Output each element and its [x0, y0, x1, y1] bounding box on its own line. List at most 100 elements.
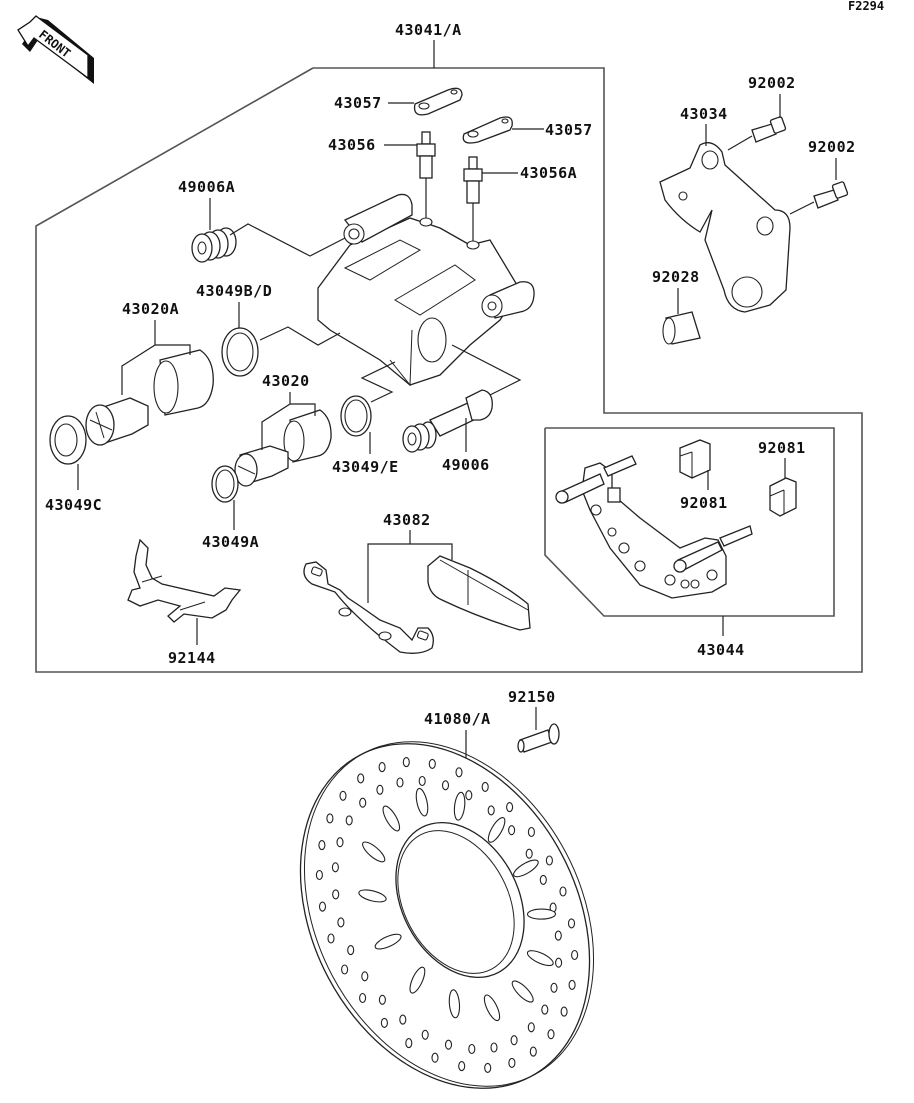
disc-hole — [527, 826, 535, 838]
caliper-assembly-outline — [35, 67, 863, 673]
bolt-92002-upper — [751, 116, 787, 143]
disc-hole — [490, 1042, 498, 1053]
disc-hole — [508, 825, 516, 836]
disc-vent-slot — [362, 841, 386, 863]
disc-hole — [361, 971, 369, 982]
spring-92144 — [127, 538, 242, 623]
piston-43020a — [85, 349, 214, 446]
disc-hole — [527, 1022, 535, 1033]
label-43082: 43082 — [383, 511, 431, 529]
disc-hole — [481, 781, 489, 792]
brake-pad-right — [427, 555, 531, 631]
disc-hole — [468, 1043, 476, 1055]
disc-hole — [331, 862, 339, 873]
disc-vent-slot — [415, 787, 429, 817]
disc-hole — [545, 855, 553, 866]
piston-43020 — [234, 409, 332, 487]
disc-hole — [428, 758, 436, 769]
label-92081-b: 92081 — [758, 439, 806, 457]
label-43049e: 43049/E — [332, 458, 399, 476]
collar-92028 — [662, 311, 701, 345]
cap-43057-left — [413, 87, 463, 116]
seal-43049a — [211, 465, 239, 503]
disc-vent-slot — [374, 933, 402, 950]
label-92150: 92150 — [508, 688, 556, 706]
disc-hole — [541, 1004, 549, 1015]
disc-hole — [318, 901, 327, 912]
seal-43049bd — [221, 327, 259, 377]
seal-43049c — [49, 415, 87, 465]
disc-hole — [345, 815, 353, 826]
disc-hole — [508, 1057, 516, 1068]
disc-hole — [399, 1014, 407, 1025]
disc-hole — [567, 918, 576, 929]
disc-hole — [465, 790, 473, 801]
disc-hole — [378, 762, 386, 773]
label-92028: 92028 — [652, 268, 700, 286]
support-bracket-43044 — [555, 455, 753, 599]
disc-hole — [444, 1039, 453, 1050]
disc-hole — [315, 869, 323, 881]
disc-hole — [568, 979, 576, 990]
bracket-assembly-outline — [544, 427, 835, 617]
disc-bolt-92150 — [517, 723, 560, 753]
seal-43049e — [340, 395, 372, 437]
label-49006: 49006 — [442, 456, 490, 474]
disc-vent-slot — [526, 950, 554, 967]
disc-hole — [339, 790, 347, 801]
label-92002-upper: 92002 — [748, 74, 796, 92]
disc-hole — [318, 840, 326, 851]
label-43020: 43020 — [262, 372, 310, 390]
disc-hole — [431, 1052, 439, 1063]
disc-hole — [337, 917, 345, 928]
bleeder-43056 — [416, 131, 436, 222]
bleeder-43056a — [463, 156, 483, 245]
label-43056a: 43056A — [520, 164, 577, 182]
disc-hole — [359, 797, 367, 808]
disc-hole — [326, 813, 334, 824]
brake-disc — [299, 741, 595, 1089]
figure-code: F2294 — [848, 0, 884, 13]
disc-hole — [525, 848, 533, 859]
disc-hole — [380, 1017, 388, 1028]
disc-hole — [529, 1046, 537, 1057]
label-92081-a: 92081 — [680, 494, 728, 512]
disc-vent-slot — [409, 966, 426, 994]
disc-hole — [484, 1062, 492, 1073]
cap-43057-right — [462, 116, 513, 144]
disc-hole — [455, 767, 463, 778]
disc-hole — [347, 945, 355, 956]
disc-hole — [357, 773, 365, 784]
disc-hole — [402, 757, 410, 768]
disc-hole — [547, 1029, 555, 1040]
disc-vent-slot — [526, 908, 557, 920]
disc-vent-slot — [511, 980, 534, 1003]
bracket-43034 — [659, 142, 791, 313]
pin-49006 — [402, 389, 493, 453]
disc-vent-slot — [358, 889, 387, 903]
label-43041a: 43041/A — [395, 21, 462, 39]
disc-hole — [441, 780, 450, 791]
label-43049c: 43049C — [45, 496, 102, 514]
label-49006a: 49006A — [178, 178, 235, 196]
disc-hole — [376, 784, 384, 795]
disc-hole — [405, 1038, 413, 1049]
label-43057-left: 43057 — [334, 94, 382, 112]
disc-hole — [487, 805, 495, 816]
brake-pad-left — [303, 561, 434, 654]
disc-hole — [421, 1029, 429, 1040]
boot-49006a — [191, 227, 237, 263]
label-92002-lower: 92002 — [808, 138, 856, 156]
label-43057-right: 43057 — [545, 121, 593, 139]
label-43020a: 43020A — [122, 300, 179, 318]
disc-hole — [332, 889, 340, 900]
disc-hole — [550, 982, 558, 993]
disc-hole — [539, 874, 547, 885]
disc-hole — [571, 949, 579, 961]
label-43044: 43044 — [697, 641, 745, 659]
label-43056: 43056 — [328, 136, 376, 154]
disc-hole — [458, 1061, 466, 1072]
caliper-body — [317, 193, 535, 387]
disc-vent-slot — [382, 805, 401, 832]
label-43034: 43034 — [680, 105, 728, 123]
